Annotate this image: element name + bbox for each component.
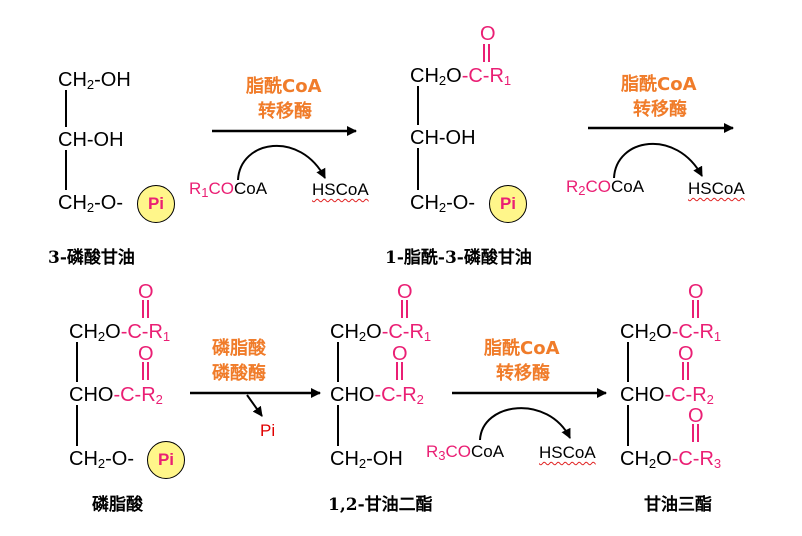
g3p-bottom-group: CH2-O-	[58, 192, 124, 215]
reaction4-enzyme-line2: 转移酶	[496, 363, 550, 384]
pa-middle-group: CHO-C-R2	[69, 384, 163, 407]
dag-carbonyl1-oxygen: O	[397, 281, 413, 303]
reaction4-substrate: R3COCoA	[426, 442, 505, 463]
reaction3-branch	[246, 394, 263, 417]
ag3p-carbonyl-oxygen: O	[480, 23, 496, 45]
reaction1-product: HSCoA	[312, 180, 369, 199]
dag-carbonyl2-oxygen: O	[392, 343, 408, 365]
reaction4-enzyme-line1: 脂酰CoA	[484, 338, 560, 359]
tag-middle-group: CHO-C-R2	[620, 384, 714, 407]
pa-carbonyl2-oxygen: O	[138, 343, 154, 365]
reaction3-enzyme-line1: 磷脂酸	[212, 338, 266, 359]
reaction1-curve	[237, 144, 326, 181]
tag-bottom-group: CH2O-C-R3	[620, 448, 722, 471]
ag3p-name: 1-脂酰-3-磷酸甘油	[385, 248, 532, 268]
ag3p-top-group: CH2O-C-R1	[410, 65, 512, 88]
ag3p-bottom-group: CH2-O-	[410, 192, 476, 215]
dag-name: 1,2-甘油二酯	[328, 495, 433, 515]
tag-carbonyl3-oxygen: O	[688, 405, 704, 427]
tag-carbonyl1-oxygen: O	[688, 281, 704, 303]
reaction2-enzyme-line1: 脂酰CoA	[621, 74, 697, 95]
dag-bottom-group: CH2-OH	[330, 448, 403, 471]
ag3p-phosphate-badge: Pi	[489, 185, 527, 223]
reaction3-enzyme-line2: 磷酸酶	[212, 363, 266, 384]
reaction2-enzyme-line2: 转移酶	[633, 99, 687, 120]
g3p-phosphate-badge: Pi	[137, 185, 175, 223]
reaction3-product: Pi	[260, 421, 276, 440]
reaction4-curve	[479, 407, 571, 441]
g3p-middle-group: CH-OH	[58, 129, 124, 151]
pa-phosphate-badge: Pi	[147, 441, 185, 479]
reaction4-product: HSCoA	[539, 443, 596, 462]
g3p-name: 3-磷酸甘油	[48, 248, 135, 268]
reaction1-enzyme-line1: 脂酰CoA	[246, 76, 322, 97]
reaction1-enzyme-line2: 转移酶	[258, 101, 312, 122]
dag-middle-group: CHO-C-R2	[330, 384, 424, 407]
reaction2-product: HSCoA	[688, 179, 745, 198]
reaction1-substrate: R1COCoA	[189, 179, 268, 200]
reaction2-substrate: R2COCoA	[566, 177, 645, 198]
pa-top-group: CH2O-C-R1	[69, 321, 171, 344]
pa-name: 磷脂酸	[92, 495, 143, 515]
g3p-top-group: CH2-OH	[58, 69, 131, 92]
tag-top-group: CH2O-C-R1	[620, 321, 722, 344]
pa-bottom-group: CH2-O-	[69, 448, 135, 471]
pa-carbonyl1-oxygen: O	[138, 281, 154, 303]
tag-carbonyl2-oxygen: O	[678, 343, 694, 365]
tag-name: 甘油三酯	[644, 495, 712, 515]
dag-top-group: CH2O-C-R1	[330, 321, 432, 344]
ag3p-middle-group: CH-OH	[410, 127, 476, 149]
reaction2-curve	[613, 142, 703, 179]
